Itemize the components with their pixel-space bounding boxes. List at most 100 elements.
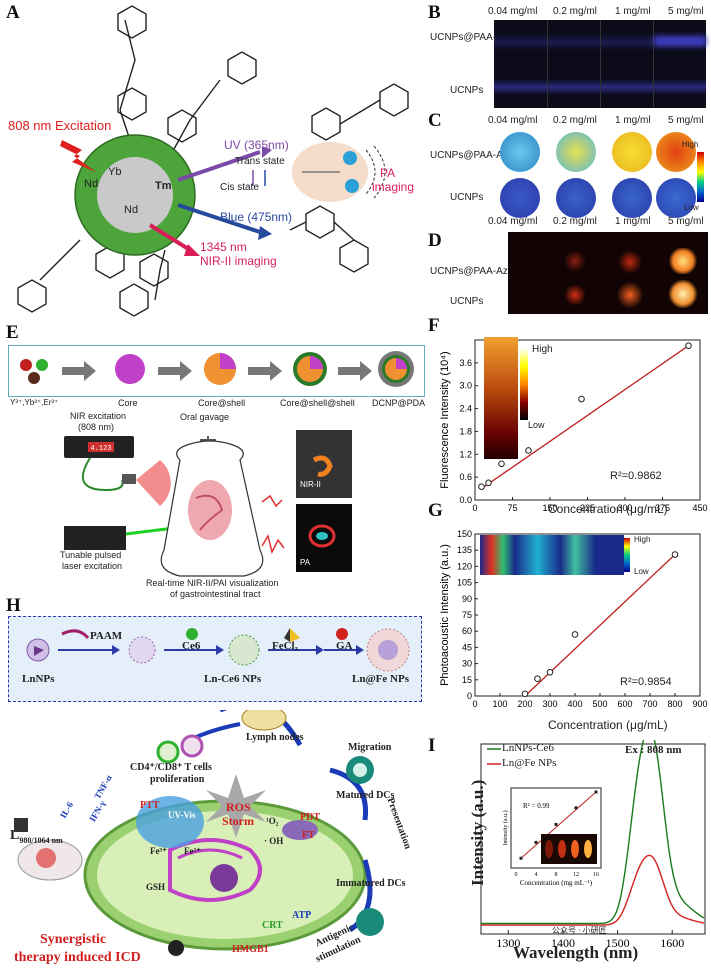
blue-label: Blue (475nm) [220,210,293,224]
g-xtick-3: 300 [542,699,557,709]
d-label-modified: UCNPs@PAA-Azo [430,266,514,277]
i-series-1 [481,854,705,926]
i-inset-point-3 [574,806,578,810]
panel-label-h: H [6,595,21,616]
panel-label-i: I [428,735,436,756]
c-label-modified: UCNPs@PAA-Azo [430,150,514,161]
i-watermark: 公众号 · 小研匠 [552,926,607,935]
g-ytick-5: 75 [462,610,472,620]
g-inset-high: High [634,535,651,544]
h-crt: CRT [262,920,283,931]
f-fit-line [481,345,689,490]
i-xtick-2: 1500 [606,936,630,950]
h-step-ln-ce6: Ln-Ce6 NPs [204,673,262,685]
panel-label-b: B [428,2,441,23]
c-well-plain-4 [656,178,696,218]
g-xtick-8: 800 [667,699,682,709]
g-point-4 [671,551,679,558]
f-ytick-3: 1.8 [459,426,472,436]
g-ytick-6: 90 [462,594,472,604]
panel-e-synthesis-steps [20,351,414,387]
e-ions-label: Y³⁺,Yb³⁺,Er³⁺ [10,398,59,407]
f-inset-colorbar [520,348,528,420]
e-step-dcnp-pda: DCNP@PDA [372,398,426,408]
b-label-plain: UCNPs [450,85,484,96]
ion-yb: Yb [108,166,122,178]
g-ytick-4: 60 [462,626,472,636]
h-reagent-ce6: Ce6 [182,640,201,652]
h-tcells-2: proliferation [150,774,205,785]
g-ytick-3: 45 [462,642,472,652]
g-xtick-0: 0 [472,699,477,709]
i-inset-r2: R² = 0.99 [523,802,550,810]
conc-c-top-2: 1 mg/ml [615,115,651,126]
e-oral-gavage: Oral gavage [180,412,230,422]
c-well-plain-2 [556,178,596,218]
i-inset-xtick-3: 12 [573,872,579,878]
f-ytick-2: 1.2 [459,449,472,459]
g-xtick-9: 900 [692,699,707,709]
e-pa-tag: PA [300,558,311,567]
nir-label-2: NIR-II imaging [200,254,277,268]
f-ytick-1: 0.6 [459,472,472,482]
f-inset-low: Low [528,420,545,430]
panel-label-c: C [428,110,442,131]
f-r2: R²=0.9862 [610,470,662,482]
i-inset-point-0 [519,856,523,860]
b-label-modified: UCNPs@PAA-Azo [430,32,514,43]
c-label-plain: UCNPs [450,192,484,203]
f-point-3 [525,447,532,454]
h-lymph: Lymph nodes [246,732,304,743]
i-ylabel: Intensity (a.u.) [468,779,487,886]
i-inset-tube-0 [545,840,553,858]
g-ytick-9: 135 [457,545,472,555]
h-tcells-1: CD4⁺/CD8⁺ T cells [130,762,212,773]
i-annotation: Ex : 808 nm [625,744,682,756]
f-xtick-4: 300 [617,503,632,513]
conc-b-0: 0.04 mg/ml [488,6,538,17]
f-ytick-6: 3.6 [459,358,472,368]
g-xtick-5: 500 [592,699,607,709]
f-point-5 [685,342,692,350]
i-xtick-1: 1400 [551,936,575,950]
conc-c-bot-2: 1 mg/ml [615,216,651,227]
excitation-label: 808 nm Excitation [8,118,112,133]
i-inset-fit [520,791,597,859]
i-series-0 [481,740,705,925]
i-inset-point-4 [594,790,598,794]
conc-c-bot-1: 0.2 mg/ml [553,216,597,227]
e-nir-excitation-1: NIR excitation [70,411,127,421]
i-xlabel: Wavelength (nm) [513,943,639,962]
i-legend-0: LnNPs-Ce6 [502,742,554,754]
i-xtick-0: 1300 [496,936,520,950]
c-colorbar-high: High [682,140,699,149]
f-ytick-0: 0.0 [459,495,472,505]
i-legend-1: Ln@Fe NPs [502,757,557,769]
h-matured-dcs: Matured DCs [336,790,395,801]
conc-b-2: 1 mg/ml [615,6,651,17]
i-inset-tube-3 [584,840,592,858]
f-ylabel: Fluorescence Intensity (10⁴) [439,351,451,488]
ion-nd-left: Nd [84,178,99,190]
panel-d-image [508,232,708,314]
h-step-ln-fe: Ln@Fe NPs [352,673,409,685]
d-label-plain: UCNPs [450,296,484,307]
h-uv-vis: UV-Vis [168,810,196,820]
h-synergy-2: therapy induced ICD [14,950,141,965]
g-inset-colorbar [624,538,630,572]
c-well-mod-3 [612,132,652,172]
f-point-2 [498,460,505,468]
panel-h-synthesis-steps [26,628,410,672]
h-o2: ¹O₂ [266,816,279,826]
e-caption-2: of gastrointestinal tract [170,589,261,599]
i-inset-tube-1 [558,840,566,858]
e-nir-excitation-2: (808 nm) [78,422,115,432]
i-inset-xtick-0: 0 [515,872,518,878]
e-laser-label-2: laser excitation [62,561,123,571]
i-frame [480,743,706,935]
uv-label: UV (365nm) [224,138,289,152]
f-xtick-6: 450 [692,503,707,513]
